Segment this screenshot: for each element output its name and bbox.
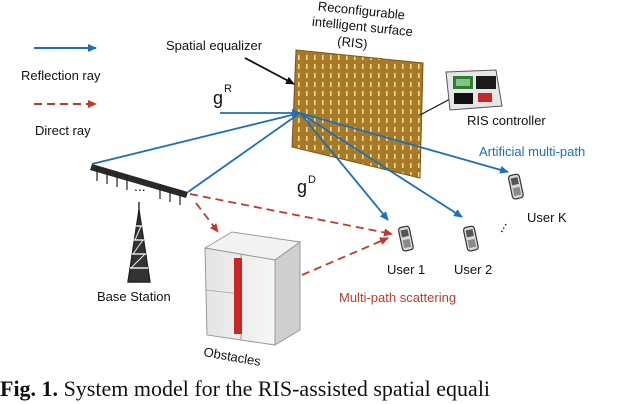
obstacles-label: Obstacles <box>202 344 262 369</box>
svg-text:R: R <box>224 83 232 95</box>
legend: Reflection ray Direct ray <box>21 44 101 138</box>
ris-title: Reconfigurable intelligent surface (RIS) <box>311 0 413 52</box>
ris-controller-label: RIS controller <box>467 113 546 128</box>
direct-rays <box>189 193 393 276</box>
userk-phone-icon <box>507 173 524 200</box>
spatial-equalizer-label: Spatial equalizer <box>166 38 263 53</box>
bs-to-ris-rays <box>91 112 301 193</box>
antenna-ellipsis: ... <box>134 178 146 194</box>
user1-phone-icon <box>397 225 414 252</box>
ris-controller <box>419 69 503 116</box>
svg-text:g: g <box>213 88 223 108</box>
base-station-antenna-array <box>90 164 188 205</box>
user1-label: User 1 <box>387 262 425 277</box>
multipath-scattering-label: Multi-path scattering <box>339 290 456 305</box>
users-ellipsis: ... <box>490 217 510 235</box>
direct-ray-legend-label: Direct ray <box>35 123 91 138</box>
base-station-tower-icon <box>127 202 151 283</box>
channel-label-g-d: g D <box>297 174 316 197</box>
ris-to-user-rays <box>299 112 509 221</box>
channel-label-g-r: g R <box>213 83 232 108</box>
reflection-ray-legend-label: Reflection ray <box>21 68 101 83</box>
svg-text:(RIS): (RIS) <box>337 33 369 51</box>
user2-label: User 2 <box>454 262 492 277</box>
figure-caption: Fig. 1. System model for the RIS-assiste… <box>0 376 626 404</box>
obstacles-cabinet-icon <box>203 231 302 346</box>
spatial-equalizer-arrow <box>244 57 295 85</box>
figure-caption-label: Fig. 1. <box>0 376 59 401</box>
base-station-label: Base Station <box>97 289 171 304</box>
user2-phone-icon <box>462 225 479 252</box>
figure-caption-text: System model for the RIS-assisted spatia… <box>63 376 491 401</box>
svg-text:D: D <box>308 174 316 186</box>
userk-label: User K <box>527 210 567 225</box>
svg-text:g: g <box>297 177 307 197</box>
ris-panel <box>291 49 424 179</box>
artificial-multipath-label: Artificial multi-path <box>479 144 585 159</box>
